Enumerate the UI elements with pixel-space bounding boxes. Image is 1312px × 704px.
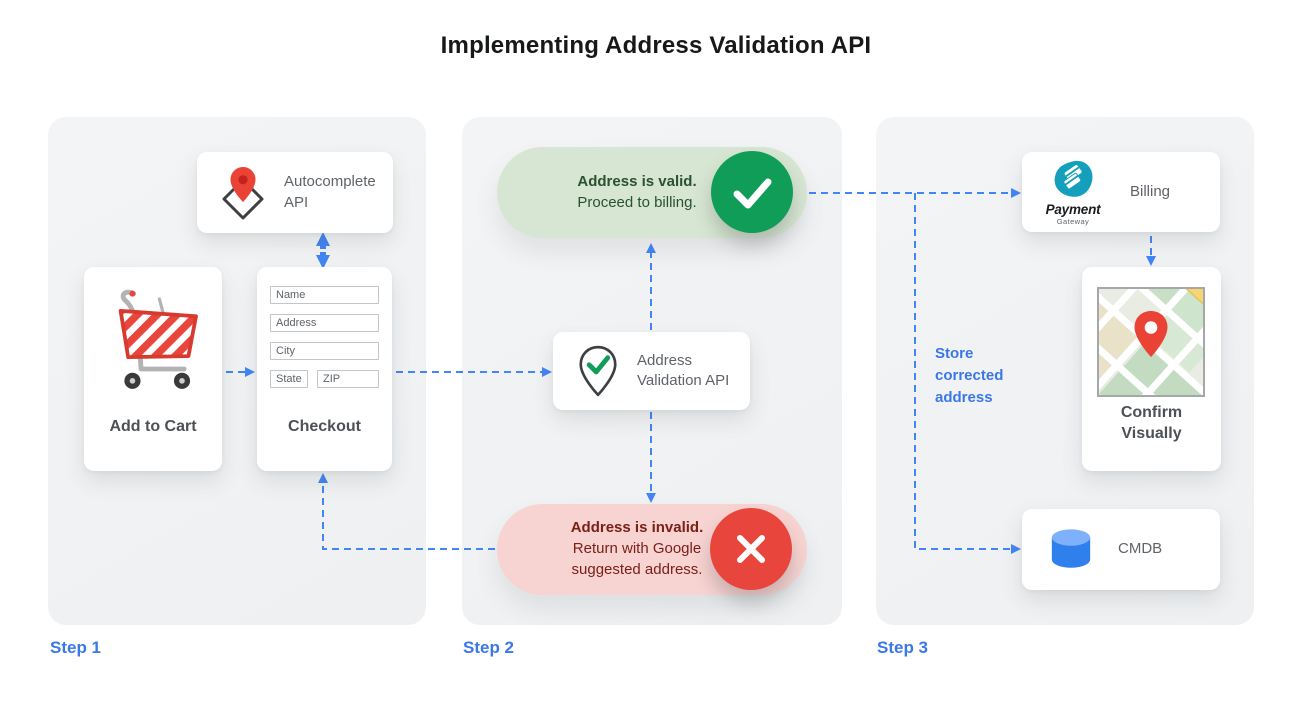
step3-label: Step 3 bbox=[877, 638, 929, 657]
checkout-card: Name Address City State ZIP Checkout bbox=[257, 267, 392, 471]
cmdb-card: CMDB bbox=[1022, 509, 1220, 590]
checkout-form: Name Address City State ZIP bbox=[270, 286, 379, 398]
pin-check-icon bbox=[575, 343, 621, 399]
confirm-visually-label: Confirm Visually bbox=[1120, 404, 1183, 443]
address-valid-pill: Address is valid. Proceed to billing. bbox=[497, 147, 807, 238]
zip-field: ZIP bbox=[317, 370, 379, 388]
confirm-visually-card: Confirm Visually bbox=[1082, 267, 1221, 471]
payment-logo-title: Payment bbox=[1045, 201, 1101, 217]
map-pin-diamond-icon bbox=[217, 165, 269, 221]
page-title: Implementing Address Validation API bbox=[440, 32, 872, 59]
map-image bbox=[1097, 287, 1205, 397]
address-field: Address bbox=[270, 314, 379, 332]
billing-card: Payment Gateway Billing bbox=[1022, 152, 1220, 232]
address-validation-api-card: Address Validation API bbox=[553, 332, 750, 410]
check-circle-icon bbox=[711, 151, 793, 233]
shopping-cart-icon bbox=[98, 289, 210, 393]
address-validation-api-label: Address Validation API bbox=[637, 351, 730, 389]
database-icon bbox=[1048, 527, 1094, 573]
checkout-label: Checkout bbox=[288, 418, 361, 436]
state-field: State bbox=[270, 370, 308, 388]
step2-label: Step 2 bbox=[463, 638, 515, 657]
payment-gateway-logo: Payment Gateway bbox=[1030, 159, 1116, 226]
autocomplete-api-label: Autocomplete API bbox=[284, 173, 376, 211]
step1-label: Step 1 bbox=[50, 638, 102, 657]
billing-label: Billing bbox=[1130, 182, 1171, 200]
add-to-cart-label: Add to Cart bbox=[109, 418, 197, 436]
x-circle-icon bbox=[710, 508, 792, 590]
autocomplete-api-card: Autocomplete API bbox=[197, 152, 393, 233]
valid-pill-title: Address is valid. bbox=[577, 172, 697, 190]
city-field: City bbox=[270, 342, 379, 360]
cmdb-label: CMDB bbox=[1118, 540, 1163, 558]
store-corrected-address-note: Store corrected address bbox=[935, 345, 1004, 406]
name-field: Name bbox=[270, 286, 379, 304]
invalid-pill-subtitle: Return with Google suggested address. bbox=[571, 540, 703, 578]
valid-pill-subtitle: Proceed to billing. bbox=[577, 193, 697, 211]
payment-logo-subtitle: Gateway bbox=[1056, 216, 1090, 226]
invalid-pill-title: Address is invalid. bbox=[570, 519, 704, 537]
add-to-cart-card: Add to Cart bbox=[84, 267, 222, 471]
address-invalid-pill: Address is invalid. Return with Google s… bbox=[497, 504, 807, 595]
